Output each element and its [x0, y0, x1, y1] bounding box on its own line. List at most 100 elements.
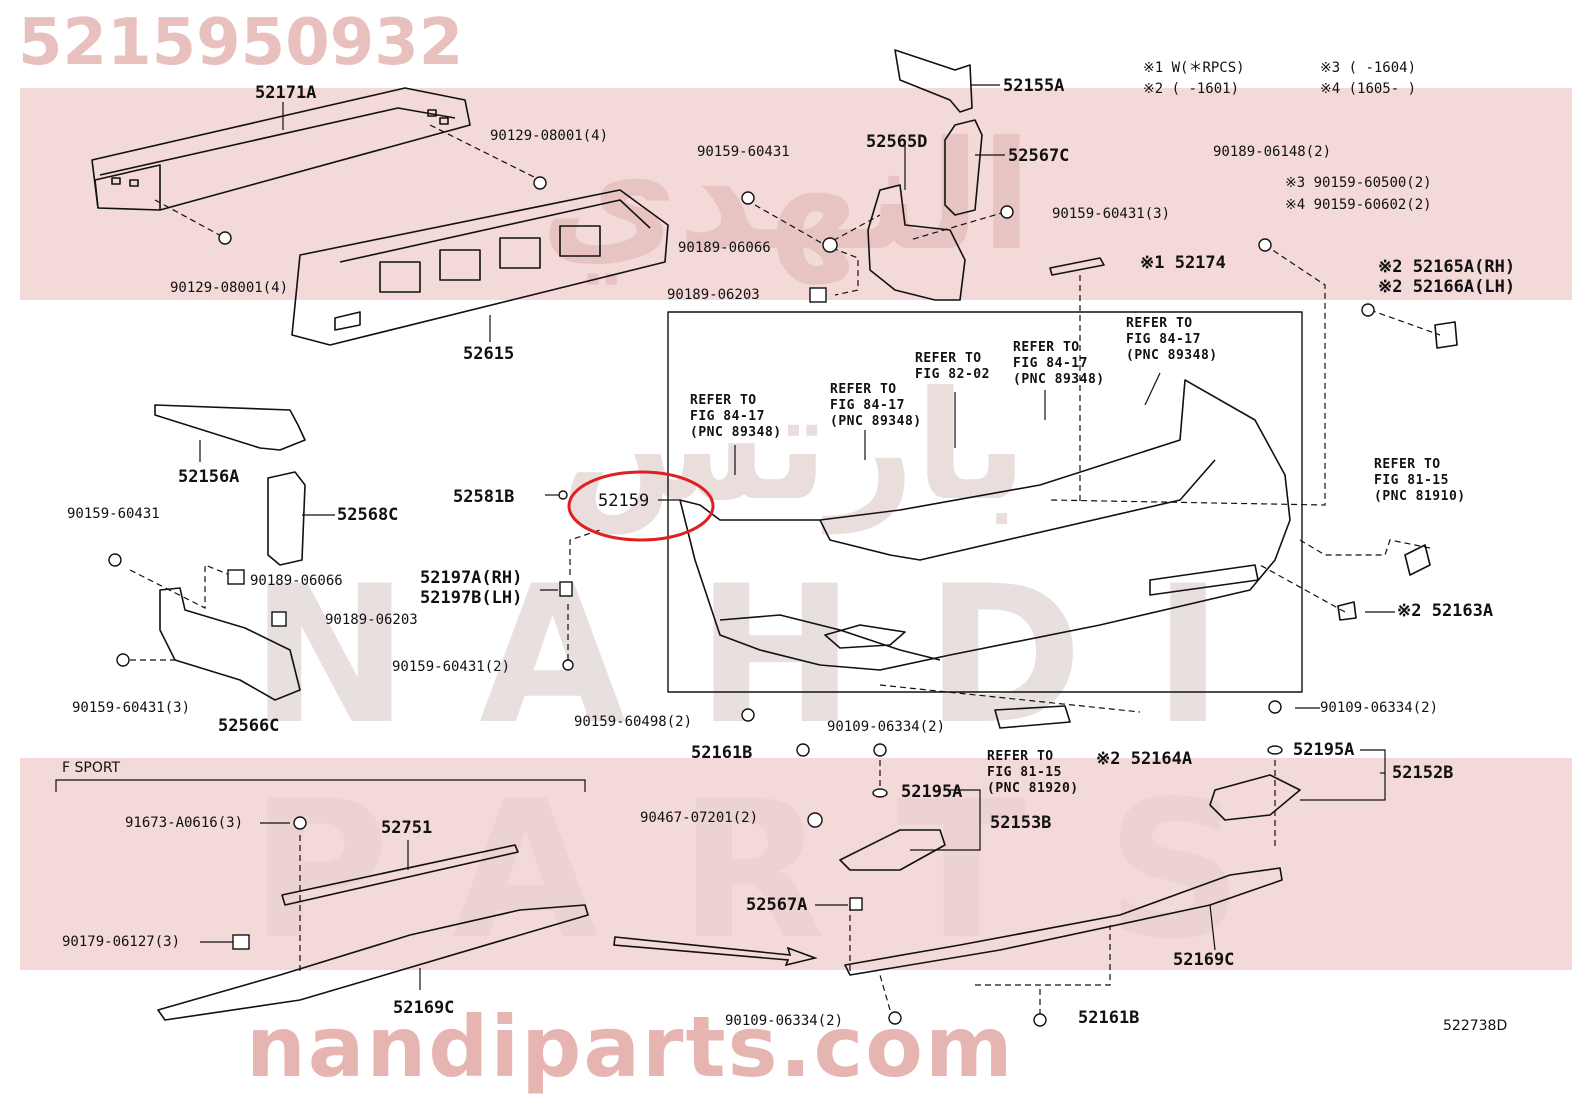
- refer-line: REFER TO: [915, 351, 982, 366]
- label-52751: 52751: [381, 818, 433, 838]
- label-90179-06127: 90179-06127(3): [62, 934, 181, 950]
- retainer-52566C: [159, 587, 301, 701]
- label-90159-60431-top: 90159-60431: [697, 144, 790, 160]
- label-52164A: ※2 52164A: [1096, 749, 1193, 769]
- label-52169C-right: 52169C: [1173, 950, 1235, 970]
- label-52567A: 52567A: [746, 895, 808, 915]
- label-90159-60602: ※4 90159-60602(2): [1285, 197, 1432, 213]
- label-91673-A0616: 91673-A0616(3): [125, 815, 244, 831]
- label-90189-06066-top: 90189-06066: [678, 240, 771, 256]
- note-4: ※4 (1605- ): [1320, 81, 1417, 97]
- label-52165A: ※2 52165A(RH): [1378, 257, 1516, 277]
- label-90129-08001-upper: 90129-08001(4): [490, 128, 609, 144]
- label-52171A: 52171A: [255, 83, 317, 103]
- part-number-overlay: 5215950932: [18, 6, 464, 80]
- label-90189-06066-left: 90189-06066: [250, 573, 343, 589]
- refer-line: REFER TO: [1374, 457, 1441, 472]
- watermark-latin-lower: PARTS: [250, 760, 1324, 981]
- retainer-52565D: [867, 184, 966, 301]
- label-52163A: ※2 52163A: [1397, 601, 1494, 621]
- label-52156A: 52156A: [178, 467, 240, 487]
- label-f-sport: F SPORT: [62, 760, 121, 776]
- label-90189-06148: 90189-06148(2): [1213, 144, 1332, 160]
- label-90159-60498: 90159-60498(2): [574, 714, 693, 730]
- refer-line: FIG 81-15: [1374, 473, 1449, 488]
- refer-line: (PNC 89348): [830, 414, 922, 429]
- refer-to-block-4: REFER TO FIG 84-17 (PNC 89348): [1013, 340, 1105, 388]
- spacer-52568C: [267, 471, 306, 566]
- refer-to-block-2: REFER TO FIG 84-17 (PNC 89348): [830, 382, 922, 430]
- label-52195A-mid: 52195A: [901, 782, 963, 802]
- refer-line: (PNC 89348): [690, 425, 782, 440]
- bracket-52156A: [154, 404, 306, 451]
- label-90109-06334-right: 90109-06334(2): [1320, 700, 1439, 716]
- refer-to-block-6: REFER TO FIG 81-15 (PNC 81910): [1374, 457, 1466, 505]
- label-52195A-right: 52195A: [1293, 740, 1355, 760]
- refer-line: REFER TO: [690, 393, 757, 408]
- cover-52174: [1049, 257, 1105, 276]
- refer-line: FIG 81-15: [987, 765, 1062, 780]
- note-1: ※1 W(＊RPCS): [1143, 60, 1245, 76]
- refer-line: (PNC 81920): [987, 781, 1079, 796]
- arrow-f-sport: [613, 936, 818, 967]
- bracket-52155A: [894, 49, 973, 113]
- label-52153B: 52153B: [990, 813, 1052, 833]
- label-52152B: 52152B: [1392, 763, 1454, 783]
- refer-to-block-7: REFER TO FIG 81-15 (PNC 81920): [987, 749, 1079, 797]
- label-90159-60431-left: 90159-60431: [67, 506, 160, 522]
- note-3: ※3 ( -1604): [1320, 60, 1417, 76]
- label-52567C: 52567C: [1008, 146, 1070, 166]
- cap-52165A: [1434, 321, 1458, 349]
- label-52159: 52159: [598, 491, 650, 511]
- moulding-52751: [281, 844, 519, 906]
- label-52161B-mid: 52161B: [691, 743, 753, 763]
- watermark-bottom-url: nandiparts.com: [246, 998, 1015, 1096]
- label-52197A: 52197A(RH): [420, 568, 523, 588]
- reflector-52164A: [994, 705, 1071, 729]
- label-52566C: 52566C: [218, 716, 280, 736]
- refer-line: REFER TO: [987, 749, 1054, 764]
- note-2: ※2 ( -1601): [1143, 81, 1240, 97]
- label-52568C: 52568C: [337, 505, 399, 525]
- label-52169C-left: 52169C: [393, 998, 455, 1018]
- watermark-latin-middle: NAHDI: [250, 545, 1294, 766]
- label-90129-08001-lower: 90129-08001(4): [170, 280, 289, 296]
- bumper-assembly-frame: [667, 311, 1303, 693]
- refer-line: (PNC 81910): [1374, 489, 1466, 504]
- label-52565D: 52565D: [866, 132, 928, 152]
- refer-to-block-3: REFER TO FIG 82-02: [915, 351, 990, 383]
- refer-line: (PNC 89348): [1126, 348, 1218, 363]
- watermark-arabic-middle: بارتس: [560, 360, 1028, 534]
- lamp-52152B: [1209, 774, 1301, 821]
- refer-line: REFER TO: [830, 382, 897, 397]
- label-90109-06334-bottom: 90109-06334(2): [725, 1013, 844, 1029]
- refer-line: FIG 82-02: [915, 367, 990, 382]
- label-52615: 52615: [463, 344, 515, 364]
- refer-line: REFER TO: [1126, 316, 1193, 331]
- label-52174: ※1 52174: [1140, 253, 1226, 273]
- refer-line: FIG 84-17: [830, 398, 905, 413]
- refer-line: FIG 84-17: [690, 409, 765, 424]
- label-52197B: 52197B(LH): [420, 588, 523, 608]
- cap-52163A: [1337, 601, 1357, 621]
- refer-line: REFER TO: [1013, 340, 1080, 355]
- highlight-circle: [567, 470, 715, 542]
- label-90159-60431-3-top: 90159-60431(3): [1052, 206, 1171, 222]
- refer-line: (PNC 89348): [1013, 372, 1105, 387]
- absorber-52615: [291, 189, 669, 346]
- lamp-52153B: [839, 829, 946, 871]
- label-52155A: 52155A: [1003, 76, 1065, 96]
- label-52581B: 52581B: [453, 487, 515, 507]
- label-90159-60431-3-left: 90159-60431(3): [72, 700, 191, 716]
- label-52161B-bottom: 52161B: [1078, 1008, 1140, 1028]
- diffuser-52169C-left: [157, 904, 589, 1021]
- refer-to-block-1: REFER TO FIG 84-17 (PNC 89348): [690, 393, 782, 441]
- label-90467-07201: 90467-07201(2): [640, 810, 759, 826]
- label-90189-06203-top: 90189-06203: [667, 287, 760, 303]
- label-52166A: ※2 52166A(LH): [1378, 277, 1516, 297]
- reinforcement-52171A: [91, 87, 471, 211]
- refer-to-block-5: REFER TO FIG 84-17 (PNC 89348): [1126, 316, 1218, 364]
- bracket-ref-81910: [1404, 544, 1431, 576]
- watermark-arabic-top: النهدي: [540, 110, 1033, 284]
